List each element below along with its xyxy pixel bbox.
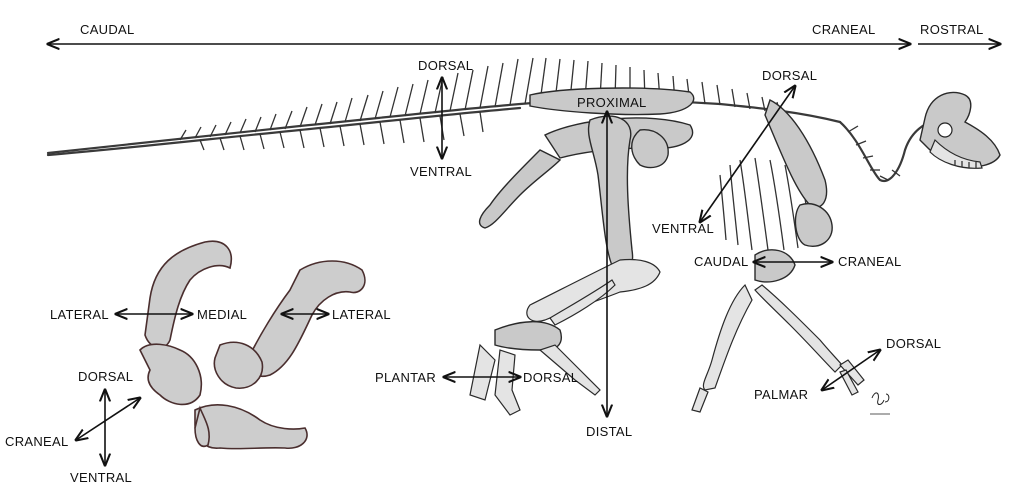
dorsal-tail-label: DORSAL [418, 58, 473, 73]
lateral-right-label: LATERAL [332, 307, 391, 322]
proximal-label: PROXIMAL [577, 95, 647, 110]
dorsal-pelvis-label: DORSAL [78, 369, 133, 384]
arrows [48, 44, 1000, 465]
distal-label: DISTAL [586, 424, 632, 439]
caudal-top-label: CAUDAL [80, 22, 135, 37]
caudal-mid-label: CAUDAL [694, 254, 749, 269]
medial-label: MEDIAL [197, 307, 247, 322]
dorsal-chest-label: DORSAL [762, 68, 817, 83]
pelvis-bones-icon [139, 240, 366, 450]
dorsal-hand-label: DORSAL [886, 336, 941, 351]
craneal-pelvis-arrow [76, 398, 140, 440]
ventral-pelvis-label: VENTRAL [70, 470, 132, 485]
dorsal-foot-label: DORSAL [523, 370, 578, 385]
dorsal-palmar-arrow [822, 350, 880, 390]
ventral-chest-label: VENTRAL [652, 221, 714, 236]
craneal-top-label: CRANEAL [812, 22, 876, 37]
labels: CAUDAL CRANEAL ROSTRAL DORSAL VENTRAL PR… [5, 22, 984, 485]
plantar-label: PLANTAR [375, 370, 436, 385]
rostral-label: ROSTRAL [920, 22, 984, 37]
craneal-pelvis-label: CRANEAL [5, 434, 69, 449]
palmar-label: PALMAR [754, 387, 808, 402]
lateral-left-label: LATERAL [50, 307, 109, 322]
dorsal-ventral-chest-arrow [700, 86, 795, 222]
artist-signature-icon [870, 392, 890, 415]
craneal-mid-label: CRANEAL [838, 254, 902, 269]
ventral-tail-label: VENTRAL [410, 164, 472, 179]
